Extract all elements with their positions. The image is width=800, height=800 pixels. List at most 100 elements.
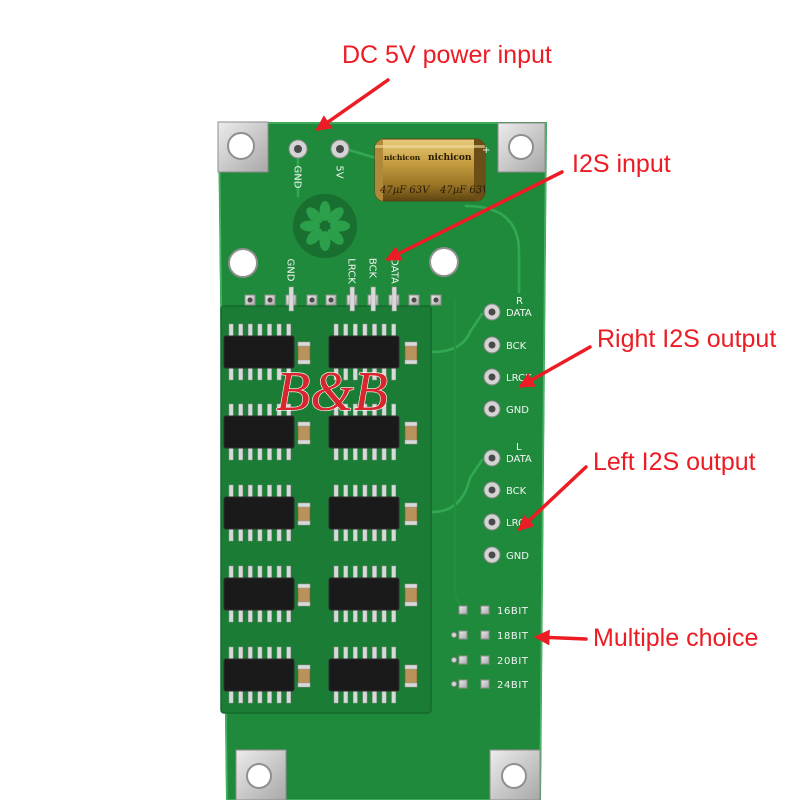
smd-capacitor-terminal [297, 341, 311, 347]
bit-label-24: 24BIT [497, 680, 529, 691]
annotation-i2s-input: I2S input [385, 150, 671, 261]
right-pad-gnd [483, 400, 501, 418]
ic-pin [257, 484, 263, 499]
capacitor-rating: 47μF 63V [379, 185, 431, 196]
ic-chip [328, 565, 400, 623]
annotation-i2s-input-arrow [385, 170, 564, 261]
ic-pin [276, 689, 282, 704]
ic-pin [247, 446, 253, 461]
ic-pin [362, 646, 368, 661]
annotation-power-arrow [315, 78, 390, 131]
smd-capacitor [404, 583, 418, 607]
ic-body [328, 577, 400, 611]
ic-pin [228, 484, 234, 499]
ic-pin [247, 366, 253, 381]
ic-pin [391, 689, 397, 704]
smd-capacitor [404, 421, 418, 445]
capacitor-brand-repeat: nichicon [428, 153, 472, 163]
power-label-5v: 5V [334, 165, 345, 178]
ic-pin [267, 608, 272, 623]
smd-capacitor-terminal [404, 682, 418, 688]
annotation-left-output-arrow [517, 465, 588, 532]
ic-pin [333, 608, 339, 623]
annotation-multiple-choice: Multiple choice [533, 624, 758, 652]
ic-chip [223, 403, 295, 461]
ic-pin [372, 646, 377, 661]
ic-pin [352, 323, 358, 338]
ic-pin [343, 565, 349, 580]
ic-pin [343, 484, 349, 499]
ic-pin [247, 689, 253, 704]
bit-depth-jumpers: 16BIT 18BIT 20BIT 24BIT [451, 605, 529, 691]
capacitor-polarity-mark: + [482, 145, 490, 156]
capacitor-rating-repeat: 47μF 63V [439, 185, 491, 196]
ic-chip [328, 323, 400, 381]
ic-pin [276, 484, 282, 499]
power-label-gnd: GND [292, 166, 303, 189]
jumper-20bit [451, 655, 490, 665]
annotation-multiple-choice-text: Multiple choice [593, 624, 758, 652]
ic-pin [238, 446, 244, 461]
ic-body [328, 658, 400, 692]
left-label-bck: BCK [506, 486, 527, 497]
ic-pin [228, 646, 234, 661]
ic-pin [286, 323, 292, 338]
left-pad-lrck [483, 513, 501, 531]
ic-pin [276, 646, 282, 661]
ic-pin [228, 323, 234, 338]
mounting-hole-bottom-left [235, 749, 287, 800]
smd-capacitor-terminal [404, 664, 418, 670]
ic-pin [381, 323, 387, 338]
ic-pin [333, 484, 339, 499]
left-pad-gnd [483, 546, 501, 564]
ic-pin [238, 608, 244, 623]
ic-pin [238, 565, 244, 580]
board-hole-right [429, 247, 459, 277]
smd-capacitor-terminal [297, 359, 311, 365]
bit-label-20: 20BIT [497, 656, 529, 667]
ic-pin [362, 484, 368, 499]
smd-capacitor-terminal [404, 359, 418, 365]
ic-pin [381, 446, 387, 461]
smd-capacitor-terminal [297, 583, 311, 589]
ic-pin [362, 689, 368, 704]
ic-pin [238, 484, 244, 499]
ic-pin [391, 608, 397, 623]
input-header-label-gnd: GND [285, 259, 296, 282]
ic-array-area [220, 305, 432, 714]
ground-thermal-pattern [293, 194, 357, 258]
smd-capacitor-terminal [297, 601, 311, 607]
ic-pin [352, 646, 358, 661]
jumper-18bit [451, 630, 490, 640]
ic-body [223, 577, 295, 611]
right-label-bck: BCK [506, 341, 527, 352]
ic-pin [238, 323, 244, 338]
ic-pin [352, 484, 358, 499]
right-pad-data [483, 303, 501, 321]
smd-capacitor [404, 502, 418, 526]
ic-pin [247, 484, 253, 499]
annotation-power-text: DC 5V power input [342, 41, 552, 69]
ic-pin [228, 689, 234, 704]
ic-pin [343, 689, 349, 704]
right-pad-lrck [483, 368, 501, 386]
ic-pin [257, 646, 263, 661]
ic-body [328, 335, 400, 369]
smd-capacitor-terminal [404, 439, 418, 445]
right-channel-title: R [516, 296, 523, 307]
ic-pin [276, 323, 282, 338]
ic-pin [333, 446, 339, 461]
annotation-i2s-input-text: I2S input [572, 150, 671, 178]
ic-pin [391, 403, 397, 418]
smd-capacitor-terminal [297, 664, 311, 670]
ic-pin [352, 608, 358, 623]
smd-capacitor-terminal [297, 421, 311, 427]
ic-pin [267, 446, 272, 461]
smd-capacitor-terminal [404, 583, 418, 589]
right-label-gnd: GND [506, 405, 529, 416]
power-pad-gnd [288, 139, 308, 159]
ic-pin [286, 565, 292, 580]
right-pad-bck [483, 336, 501, 354]
ic-pin [333, 646, 339, 661]
ic-pin [247, 323, 253, 338]
